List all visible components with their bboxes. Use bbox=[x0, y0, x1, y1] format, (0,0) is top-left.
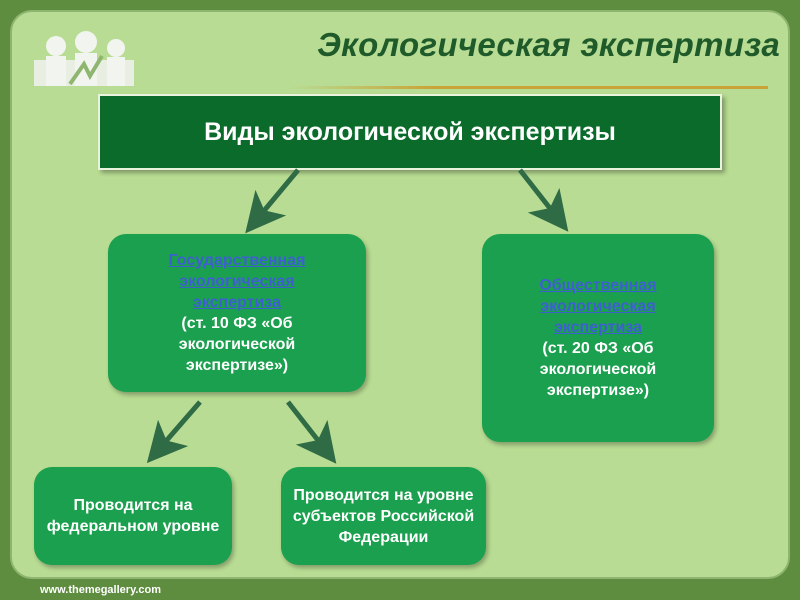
arrow-state-to-subjects bbox=[286, 400, 337, 464]
root-node-label: Виды экологической экспертизы bbox=[204, 117, 616, 146]
state-expertise-link[interactable]: Государственная экологическая экспертиза bbox=[168, 252, 306, 311]
page-title: Экологическая экспертиза bbox=[317, 26, 780, 63]
subjects-level-node: Проводится на уровне субъектов Российско… bbox=[281, 467, 486, 565]
state-expertise-ref: (ст. 10 ФЗ «Об экологической экспертизе»… bbox=[178, 315, 296, 374]
federal-level-label: Проводится на федеральном уровне bbox=[46, 497, 220, 535]
root-node: Виды экологической экспертизы bbox=[98, 94, 722, 170]
subjects-level-label: Проводится на уровне субъектов Российско… bbox=[292, 486, 475, 546]
state-expertise-node: Государственная экологическая экспертиза… bbox=[108, 234, 366, 392]
public-expertise-link[interactable]: Общественная экологическая экспертиза bbox=[539, 277, 657, 336]
federal-level-node: Проводится на федеральном уровне bbox=[34, 467, 232, 565]
arrow-root-to-state bbox=[245, 168, 300, 234]
arrow-state-to-federal bbox=[146, 400, 202, 464]
arrow-root-to-public bbox=[518, 168, 569, 232]
title-divider bbox=[290, 86, 768, 89]
public-expertise-node: Общественная экологическая экспертиза (с… bbox=[482, 234, 714, 442]
public-expertise-ref: (ст. 20 ФЗ «Об экологической экспертизе»… bbox=[539, 340, 657, 399]
footer-url: www.themegallery.com bbox=[40, 584, 162, 596]
people-logo-icon bbox=[34, 31, 134, 86]
